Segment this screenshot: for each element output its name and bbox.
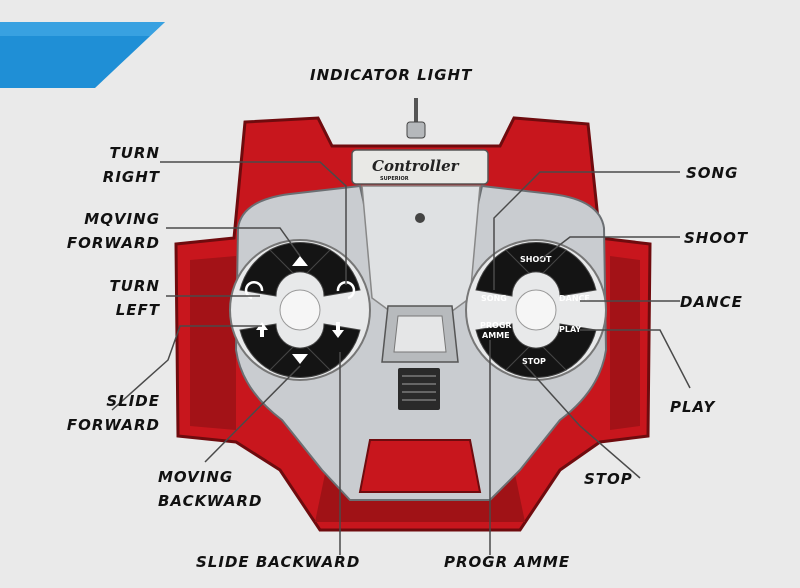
pad-dance-text: DANCE <box>559 294 590 303</box>
rotate-right-icon <box>336 281 356 300</box>
arrow-down-small-icon <box>332 322 344 338</box>
arrow-down-icon <box>292 354 308 364</box>
label-indicator-light: INDICATOR LIGHT <box>310 66 473 84</box>
right-action-pad <box>465 239 607 381</box>
pad-programme-text-line1: PROGR <box>480 321 512 330</box>
label-turn-left-line2: LEFT <box>115 301 160 319</box>
corner-decoration <box>0 22 165 88</box>
label-turn-right-line1: TURN <box>109 144 160 162</box>
pad-song-text: SONG <box>481 294 507 303</box>
pad-programme-text-line2: AMME <box>482 331 510 340</box>
callout-lines <box>111 161 691 555</box>
label-turn-left-line1: TURN <box>109 277 160 295</box>
label-slide-backward: SLIDE BACKWARD <box>196 553 361 571</box>
left-direction-pad <box>229 239 371 381</box>
label-dance: DANCE <box>680 293 743 311</box>
label-slide-forward-line2: FORWARD <box>66 416 160 434</box>
label-slide-forward-line1: SLIDE <box>106 392 160 410</box>
pad-shoot-text: SHOOT <box>520 255 552 264</box>
label-song: SONG <box>686 164 739 182</box>
label-moving-backward-line2: BACKWARD <box>158 492 263 510</box>
label-play: PLAY <box>670 398 716 416</box>
label-programme: PROGR AMME <box>444 553 571 571</box>
brand-subtitle: SUPERIOR <box>380 176 409 182</box>
label-moving-forward-line1: MQVING <box>84 210 160 228</box>
label-moving-backward-line1: MOVING <box>158 468 234 486</box>
label-stop: STOP <box>584 470 633 488</box>
indicator-light <box>406 98 426 139</box>
brand-name: Controller <box>372 157 460 175</box>
label-moving-forward-line2: FORWARD <box>66 234 160 252</box>
pad-stop-text: STOP <box>522 357 546 366</box>
pad-play-text: PLAY <box>559 325 581 334</box>
label-turn-right-line2: RIGHT <box>102 168 160 186</box>
label-shoot: SHOOT <box>684 229 749 247</box>
arrow-up-icon <box>292 256 308 266</box>
